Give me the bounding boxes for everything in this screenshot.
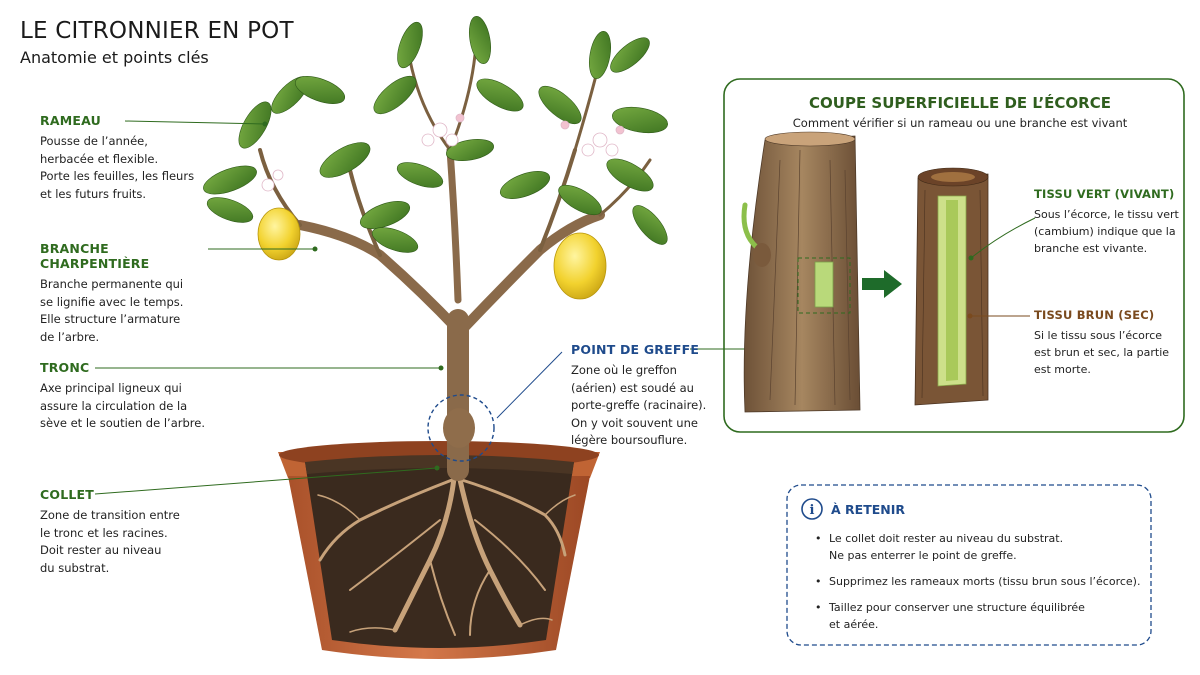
label-rameau: RAMEAU Pousse de l’année, herbacée et fl… (40, 113, 215, 203)
leaves (203, 16, 668, 253)
label-rameau-title: RAMEAU (40, 113, 101, 128)
label-greffe-title: POINT DE GREFFE (571, 342, 700, 357)
page-title: LE CITRONNIER EN POT (20, 18, 294, 44)
label-collet-title: COLLET (40, 487, 94, 502)
label-collet-text: Zone de transition entre le tronc et les… (40, 508, 180, 575)
label-rameau-text: Pousse de l’année, herbacée et flexible.… (40, 134, 195, 201)
flowers (261, 113, 625, 192)
lemons (257, 207, 607, 300)
graft-highlight-circle (427, 394, 495, 462)
retenir-list: Le collet doit rester au niveau du subst… (815, 530, 1145, 642)
label-branche-text: Branche permanente qui se lignifie avec … (40, 277, 184, 344)
label-collet: COLLET Zone de transition entre le tronc… (40, 487, 215, 577)
label-branche: BRANCHE CHARPENTIÈRE Branche permanente … (40, 241, 220, 346)
label-branche-title: BRANCHE CHARPENTIÈRE (40, 241, 150, 271)
label-tronc-text: Axe principal ligneux qui assure la circ… (40, 381, 205, 430)
label-tissu-brun-title: TISSU BRUN (SEC) (1034, 308, 1155, 322)
label-tissu-vert-title: TISSU VERT (VIVANT) (1034, 187, 1175, 201)
list-item: Supprimez les rameaux morts (tissu brun … (815, 573, 1145, 590)
bark-test-panel (723, 78, 1185, 433)
svg-text:i: i (810, 503, 815, 518)
panel-subtitle: Comment vérifier si un rameau ou une bra… (792, 116, 1128, 130)
roots (317, 467, 576, 636)
retenir-title: À RETENIR (831, 502, 905, 517)
label-tronc: TRONC Axe principal ligneux qui assure l… (40, 360, 215, 433)
panel-title: COUPE SUPERFICIELLE DE L’ÉCORCE (809, 94, 1111, 112)
branch-scratch-illustration (741, 131, 861, 413)
retenir-box (786, 484, 1152, 646)
page-subtitle: Anatomie et points clés (20, 48, 209, 67)
list-item: Le collet doit rester au niveau du subst… (815, 530, 1145, 564)
label-tissu-vert-text: Sous l’écorce, le tissu vert (cambium) i… (1034, 208, 1179, 255)
label-greffe: POINT DE GREFFE Zone où le greffon (aéri… (571, 342, 721, 450)
label-tronc-title: TRONC (40, 360, 90, 375)
label-tissu-brun-text: Si le tissu sous l’écorce est brun et se… (1034, 329, 1170, 376)
label-tissu-vert: TISSU VERT (VIVANT) Sous l’écorce, le ti… (1034, 187, 1179, 257)
info-icon: i (801, 498, 823, 520)
label-greffe-text: Zone où le greffon (aérien) est soudé au… (571, 363, 707, 447)
branch-cut-illustration (914, 167, 1036, 406)
label-tissu-brun: TISSU BRUN (SEC) Si le tissu sous l’écor… (1034, 308, 1179, 378)
list-item: Taillez pour conserver une structure équ… (815, 599, 1145, 633)
arrow-icon (862, 270, 902, 298)
